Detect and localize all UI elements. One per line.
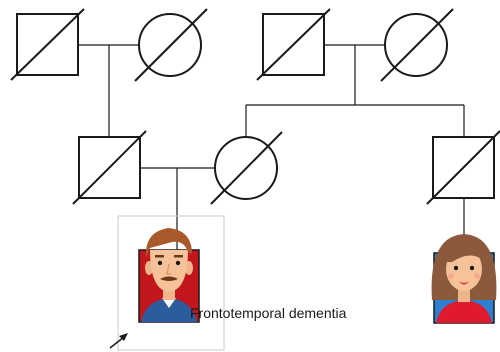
phenotype-caption: Frontotemporal dementia [190, 305, 347, 321]
arrow-icon [109, 333, 128, 349]
proband-highlight-box [117, 215, 225, 351]
male-avatar-icon [138, 228, 200, 323]
gen1-right-male-deceased-slash [256, 8, 331, 81]
gen1-left-male-deceased-slash [10, 8, 85, 81]
gen1-left-female-deceased-slash [134, 8, 208, 82]
gen2-right-male-deceased-slash [426, 130, 500, 205]
gen2-female-deceased-slash [210, 131, 283, 205]
gen2-left-male-deceased-slash [72, 130, 147, 205]
gen1-right-female-deceased-slash [380, 8, 454, 82]
female-avatar-icon [431, 234, 497, 324]
